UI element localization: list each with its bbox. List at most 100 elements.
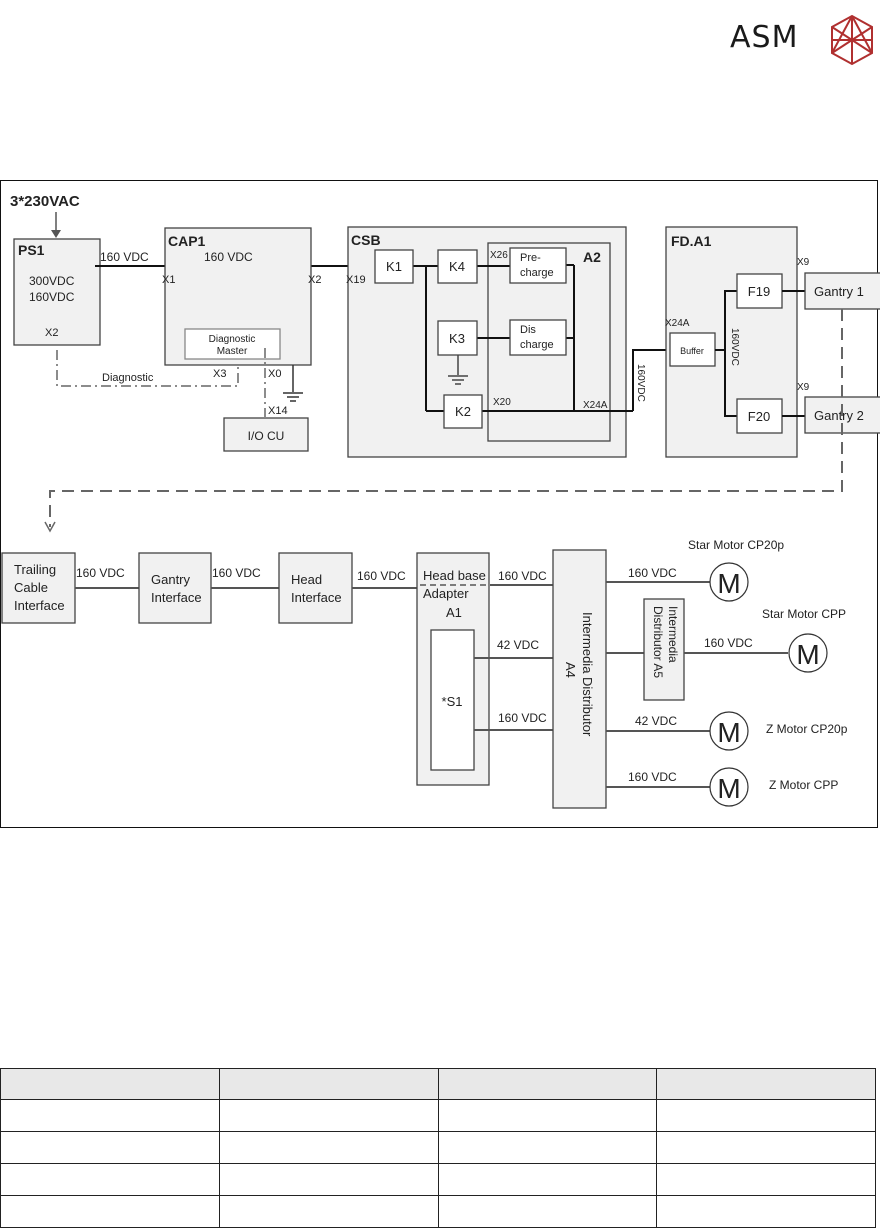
table-cell [218, 1195, 439, 1228]
motor-4-voltage: 160 VDC [628, 770, 677, 784]
table-cell [656, 1163, 876, 1196]
cap1-port-x2: X2 [308, 274, 321, 286]
a2-title: A2 [583, 249, 601, 265]
diag-master-line2: Master [217, 346, 248, 357]
adapter-line3: A1 [446, 605, 462, 620]
buffer-block [669, 332, 716, 367]
fda1-title: FD.A1 [671, 233, 712, 249]
motor-symbol: M [717, 773, 740, 804]
adapter-line2: Adapter [423, 586, 469, 601]
table-header-cell [437, 1068, 658, 1100]
a2-port-x24a: X24A [583, 400, 608, 411]
diag-master-line1: Diagnostic [209, 334, 256, 345]
head-interface-line1: Head [291, 572, 322, 587]
relay-k4 [437, 249, 478, 284]
a1-a4-bottom-label: 160 VDC [498, 711, 547, 725]
head-interface-block [278, 552, 353, 624]
relay-k4-label: K4 [449, 259, 465, 274]
table-header-cell [656, 1068, 876, 1100]
fda1-port-x9-bottom: X9 [797, 382, 810, 393]
motor-1-voltage: 160 VDC [628, 566, 677, 580]
a4-line1: Intermedia Distributor [580, 612, 595, 737]
cap1-voltage: 160 VDC [204, 250, 253, 264]
table-row [0, 1131, 876, 1164]
diagnostic-link [56, 350, 239, 387]
a1-a4-top-label: 160 VDC [498, 569, 547, 583]
table-header-cell [218, 1068, 439, 1100]
table-cell [437, 1163, 658, 1196]
cap1-port-x3: X3 [213, 368, 226, 380]
motor-symbol: M [796, 639, 819, 670]
ps1-line2: 160VDC [29, 290, 75, 304]
link-label-3: 160 VDC [357, 569, 406, 583]
gantry-interface-block [138, 552, 212, 624]
csb-port-x19: X19 [346, 274, 366, 286]
discharge-line1: Dis [520, 324, 536, 336]
link-160vdc-vertical: 160VDC [635, 364, 646, 402]
trailing-cable-line2: Cable [14, 580, 48, 595]
arrow-down-icon [44, 521, 56, 533]
relay-k3 [437, 320, 478, 356]
cap1-port-x1: X1 [162, 274, 175, 286]
motor-4-label: Z Motor CPP [769, 778, 838, 792]
a2-port-x26: X26 [490, 250, 508, 261]
logo-text: ASM [730, 20, 799, 55]
table-row [0, 1163, 876, 1196]
io-cu-title: I/O CU [248, 429, 285, 443]
intermedia-distributor-a5-block [643, 598, 685, 701]
motor-icon [709, 711, 749, 751]
cap1-title: CAP1 [168, 233, 206, 249]
table-row [0, 1195, 876, 1228]
motor-symbol: M [717, 717, 740, 748]
block-diagram-frame [0, 180, 878, 828]
motor-icon [709, 767, 749, 807]
fda1-bus-label: 160VDC [729, 328, 740, 366]
table-cell [218, 1163, 439, 1196]
buffer-label: Buffer [680, 346, 704, 356]
ground-icon [283, 392, 303, 402]
ground-icon [448, 375, 468, 385]
relay-k3-label: K3 [449, 331, 465, 346]
table-cell [0, 1163, 220, 1196]
fuse-f19 [736, 273, 783, 309]
csb-title: CSB [351, 232, 381, 248]
table-row [0, 1099, 876, 1132]
fda1-port-x9-top: X9 [797, 257, 810, 268]
motor-z-cp20p: M Z Motor CP20p [709, 711, 848, 751]
table-header-row [0, 1068, 876, 1100]
input-label: 3*230VAC [10, 193, 80, 210]
asm-logo-mark-icon [831, 14, 873, 66]
wire-csb-to-fda1 [632, 349, 670, 411]
motor-symbol: M [717, 568, 740, 599]
fda1-port-x24a: X24A [665, 318, 690, 329]
table-header-cell [0, 1068, 220, 1100]
table-cell [656, 1131, 876, 1164]
ps1-line1: 300VDC [29, 274, 75, 288]
motor-2-voltage: 160 VDC [704, 636, 753, 650]
relay-k1-label: K1 [386, 259, 402, 274]
table-cell [218, 1131, 439, 1164]
link-label-2: 160 VDC [212, 566, 261, 580]
a5-line2: Distributor A5 [651, 606, 665, 678]
gantry-2-label: Gantry 2 [814, 408, 864, 423]
precharge-block [509, 247, 567, 284]
motor-icon [788, 633, 828, 673]
head-interface-line2: Interface [291, 590, 342, 605]
input-arrow-icon [51, 230, 61, 238]
relay-k2-label: K2 [455, 404, 471, 419]
link-label-1: 160 VDC [76, 566, 125, 580]
motor-star-cpp: M Star Motor CPP [762, 607, 846, 673]
gantry-1-label: Gantry 1 [814, 284, 864, 299]
motor-3-voltage: 42 VDC [635, 714, 677, 728]
power-distribution-diagram: 3*230VAC PS1 300VDC 160VDC X2 160 VDC CA… [1, 193, 880, 809]
ps1-title: PS1 [18, 242, 45, 258]
fuse-f19-label: F19 [748, 284, 770, 299]
ps1-port-x2: X2 [45, 327, 58, 339]
relay-k2 [443, 394, 483, 429]
precharge-line2: charge [520, 267, 554, 279]
table-cell [218, 1099, 439, 1132]
diagnostic-label: Diagnostic [102, 372, 154, 384]
a4-line2: A4 [563, 662, 578, 678]
table-cell [0, 1099, 220, 1132]
motor-3-label: Z Motor CP20p [766, 722, 848, 736]
